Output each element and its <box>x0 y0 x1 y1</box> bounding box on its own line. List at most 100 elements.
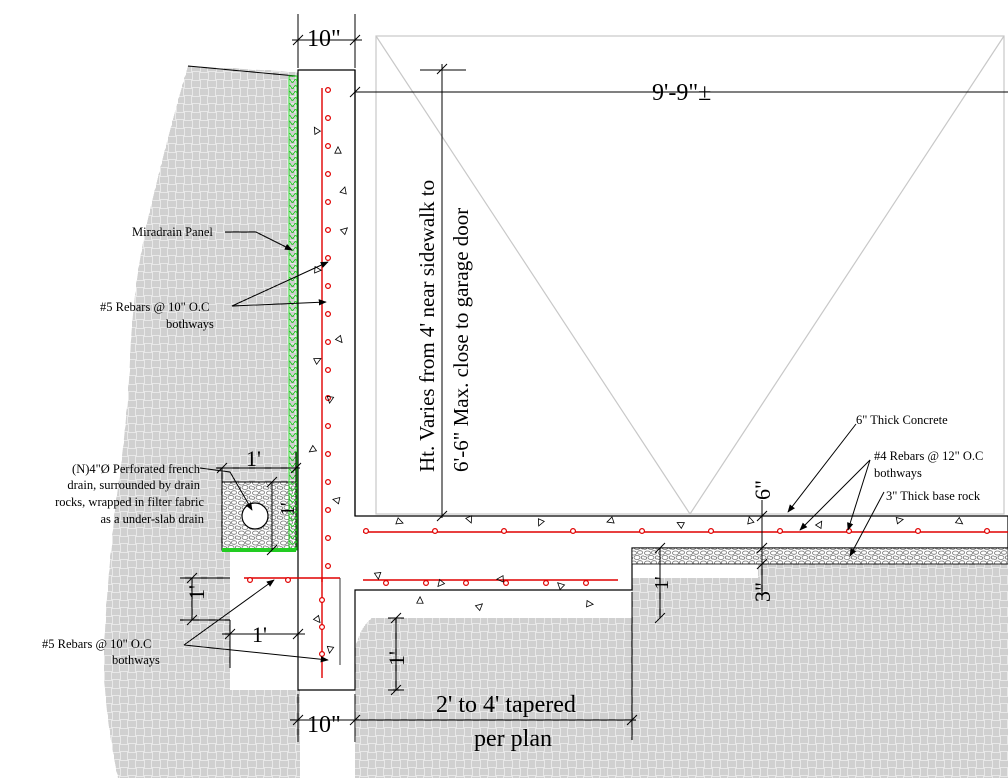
rebar-dot <box>325 114 332 121</box>
aggregate-mark <box>606 516 615 524</box>
rebar-dot <box>707 527 714 534</box>
aggregate-mark <box>326 395 335 405</box>
rebar-dot <box>325 534 332 541</box>
note-base-rock: 3" Thick base rock <box>886 489 981 503</box>
dim-garage-width: 9'-9"± <box>652 80 711 106</box>
note-thick-concrete: 6" Thick Concrete <box>856 413 948 427</box>
dim-footing-depth: 1' <box>384 651 409 666</box>
note-rebar-footing-2: bothways <box>112 653 160 667</box>
note-rebar-slab-2: bothways <box>874 466 922 480</box>
dim-footing-width-2: per plan <box>474 726 552 752</box>
aggregate-mark <box>312 614 321 624</box>
rebar-dot <box>325 339 332 346</box>
note-rebar-wall-2: bothways <box>166 317 214 331</box>
aggregate-mark <box>676 522 685 530</box>
leader-arrows <box>183 231 885 663</box>
note-rebar-footing-1: #5 Rebars @ 10" O.C <box>42 637 151 651</box>
rebar-dot <box>325 227 332 234</box>
note-drain-1: (N)4"Ø Perforated french <box>72 462 201 476</box>
aggregate-mark <box>373 571 382 581</box>
aggregate-mark <box>557 582 566 591</box>
rebar-dot <box>325 562 332 569</box>
rebar-dot <box>423 579 430 586</box>
aggregate-mark <box>313 126 322 136</box>
aggregate-mark <box>954 516 964 525</box>
dim-drain-height: 1' <box>277 502 299 516</box>
rebar-dot <box>325 199 332 206</box>
aggregate-mark <box>537 518 545 527</box>
rebar-dot <box>325 311 332 318</box>
aggregate-mark <box>339 186 347 195</box>
aggregate-mark <box>747 516 755 525</box>
miradrain-panel <box>288 75 298 551</box>
dim-slab-thickness: 6" <box>750 480 775 500</box>
rebar-dots <box>247 86 990 657</box>
rebar-dot <box>325 507 332 514</box>
base-rock <box>631 547 1008 565</box>
dim-wall-bottom: 10" <box>307 712 341 738</box>
rebar-dot <box>582 579 589 586</box>
soil-hatch <box>104 65 1008 778</box>
note-rebar-wall-1: #5 Rebars @ 10" O.C <box>100 300 209 314</box>
dim-drain-width: 1' <box>246 446 261 471</box>
rebar-dot <box>325 86 332 93</box>
rebar-dot <box>325 423 332 430</box>
note-rebar-slab-1: #4 Rebars @ 12" O.C <box>874 449 983 463</box>
aggregate-mark <box>313 358 322 366</box>
rebar-dot <box>463 579 470 586</box>
rebar-dot <box>325 451 332 458</box>
rebar-dot <box>569 527 576 534</box>
rebar-dot <box>638 527 645 534</box>
rebar-dot <box>285 576 292 583</box>
rebar-dot <box>845 527 852 534</box>
note-drain-4: as a under-slab drain <box>100 512 204 526</box>
rebar-dot <box>247 576 254 583</box>
aggregate-mark <box>814 520 823 530</box>
rebar-dot <box>325 367 332 374</box>
rebar-dot <box>325 255 332 262</box>
rebar-dot <box>319 596 326 603</box>
aggregate-mark <box>416 595 424 604</box>
dimension-lines <box>180 14 1008 742</box>
dim-footing-height-left: 1' <box>184 585 209 600</box>
aggregate-mark <box>334 145 342 154</box>
dim-wall-top: 10" <box>307 26 341 52</box>
aggregate-mark <box>331 496 341 505</box>
dim-wall-height-2: 6'-6" Max. close to garage door <box>449 208 473 472</box>
aggregate-mark <box>495 574 504 583</box>
rebar-dot <box>325 283 332 290</box>
dim-wall-height-1: Ht. Varies from 4' near sidewalk to <box>415 180 439 472</box>
rebar-dot <box>914 527 921 534</box>
rebar-dot <box>325 171 332 178</box>
dim-footing-width-1: 2' to 4' tapered <box>436 692 576 718</box>
aggregate-mark <box>334 334 343 344</box>
note-miradrain: Miradrain Panel <box>132 225 213 239</box>
concrete-aggregate <box>308 126 964 655</box>
rebar-dot <box>501 527 508 534</box>
rebar-dot <box>325 143 332 150</box>
rebar-dot <box>319 650 326 657</box>
dim-footing-offset: 1' <box>252 622 267 647</box>
note-drain-2: drain, surrounded by drain <box>67 478 200 492</box>
aggregate-mark <box>395 517 404 525</box>
aggregate-mark <box>474 603 484 612</box>
rebars <box>244 88 1008 678</box>
aggregate-mark <box>465 515 473 524</box>
aggregate-mark <box>308 444 318 453</box>
garage-outline <box>375 35 1005 515</box>
rebar-dot <box>325 479 332 486</box>
rebar-dot <box>432 527 439 534</box>
aggregate-mark <box>437 578 446 588</box>
rebar-dot <box>383 579 390 586</box>
dim-slab-footing: 1' <box>651 576 673 590</box>
french-drain <box>221 481 297 552</box>
aggregate-mark <box>586 599 595 608</box>
aggregate-mark <box>895 516 905 525</box>
aggregate-mark <box>314 265 323 274</box>
rebar-dot <box>363 527 370 534</box>
rebar-dot <box>319 623 326 630</box>
rebar-dot <box>503 579 510 586</box>
rebar-dot <box>776 527 783 534</box>
